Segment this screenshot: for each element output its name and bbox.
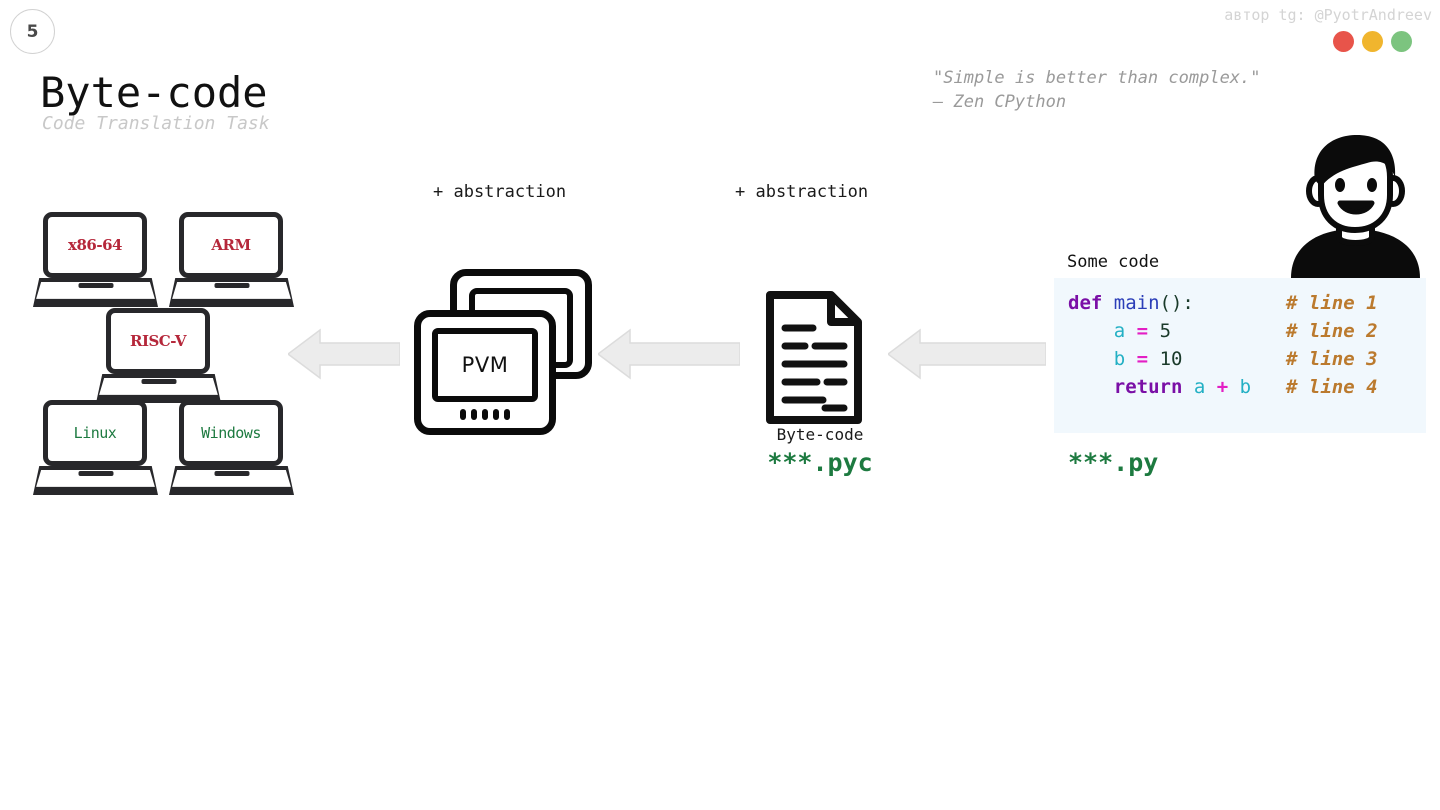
arrow-source-to-bytecode (888, 328, 1046, 380)
pvm-dot (493, 409, 499, 420)
laptop-label-windows: Windows (201, 424, 261, 442)
pvm-icon: PVM (410, 265, 592, 445)
abstraction-label-right: + abstraction (735, 182, 869, 202)
bytecode-filename: ***.pyc (767, 448, 873, 477)
laptop-arm: ARM (169, 212, 294, 307)
code-token: 5 (1159, 320, 1172, 342)
traffic-light-yellow-icon (1362, 31, 1383, 52)
code-comment-2: # line 2 (1286, 320, 1378, 342)
laptop-risc-v: RISC-V (96, 308, 221, 403)
bytecode-document-icon (765, 290, 863, 429)
code-token (1068, 348, 1114, 370)
abstraction-label-left: + abstraction (433, 182, 567, 202)
pvm-dot (504, 409, 510, 420)
laptop-label-linux: Linux (73, 424, 117, 442)
source-code-caption: Some code (1067, 252, 1160, 272)
zen-quote-line-1: "Simple is better than complex." (933, 68, 1261, 88)
code-token (1228, 376, 1239, 398)
pvm-indicator-dots (460, 409, 510, 420)
traffic-light-red-icon (1333, 31, 1354, 52)
code-token (1148, 348, 1159, 370)
traffic-lights (1333, 31, 1412, 52)
code-token (1205, 376, 1216, 398)
code-comment-4: # line 4 (1286, 376, 1378, 398)
source-code-panel: def main(): # line 1 a = 5 # line 2 b = 10… (1054, 278, 1426, 433)
page-subtitle: Code Translation Task (42, 113, 270, 134)
code-line-1: def main(): # line 1 (1068, 292, 1378, 314)
pvm-dot (482, 409, 488, 420)
arrow-pvm-to-machines (288, 328, 400, 380)
code-token (1148, 320, 1159, 342)
code-token: a (1193, 376, 1206, 398)
pvm-monitor-front: PVM (414, 310, 556, 435)
code-token (1068, 320, 1114, 342)
code-token (1068, 376, 1114, 398)
laptop-linux: Linux (33, 400, 158, 495)
traffic-light-green-icon (1391, 31, 1412, 52)
code-token: 10 (1159, 348, 1183, 370)
code-line-3: b = 10 # line 3 (1068, 348, 1378, 370)
zen-quote-line-2: — Zen CPython (933, 92, 1067, 112)
pvm-label: PVM (461, 353, 509, 377)
code-token: a (1113, 320, 1126, 342)
code-token: b (1113, 348, 1126, 370)
page-title: Byte-code (40, 68, 268, 117)
code-line-4: return a + b # line 4 (1068, 376, 1378, 398)
code-token: return (1113, 376, 1194, 398)
arrow-bytecode-to-pvm (598, 328, 740, 380)
code-token: b (1239, 376, 1252, 398)
laptop-label-risc-v: RISC-V (129, 332, 187, 350)
slide-number-text: 5 (26, 21, 39, 42)
laptop-label-arm: ARM (211, 236, 251, 254)
code-token: = (1136, 320, 1149, 342)
code-token (1125, 320, 1136, 342)
author-credit: автор tg: @PyotrAndreev (1224, 6, 1432, 24)
code-line-2: a = 5 # line 2 (1068, 320, 1378, 342)
zen-quote: "Simple is better than complex." — Zen C… (933, 66, 1261, 114)
laptop-x86-64: x86-64 (33, 212, 158, 307)
code-comment-3: # line 3 (1286, 348, 1378, 370)
bytecode-caption: Byte-code (776, 425, 864, 444)
pvm-dot (460, 409, 466, 420)
pvm-dot (471, 409, 477, 420)
laptop-windows: Windows (169, 400, 294, 495)
code-token: + (1216, 376, 1229, 398)
source-filename: ***.py (1068, 448, 1159, 477)
laptop-label-x86-64: x86-64 (68, 236, 122, 254)
code-token: = (1136, 348, 1149, 370)
slide-number-badge: 5 (10, 9, 55, 54)
avatar (1283, 133, 1428, 282)
code-token (1125, 348, 1136, 370)
code-token: (): (1159, 292, 1194, 314)
code-comment-1: # line 1 (1286, 292, 1378, 314)
code-token: def (1068, 292, 1114, 314)
code-token: main (1113, 292, 1160, 314)
